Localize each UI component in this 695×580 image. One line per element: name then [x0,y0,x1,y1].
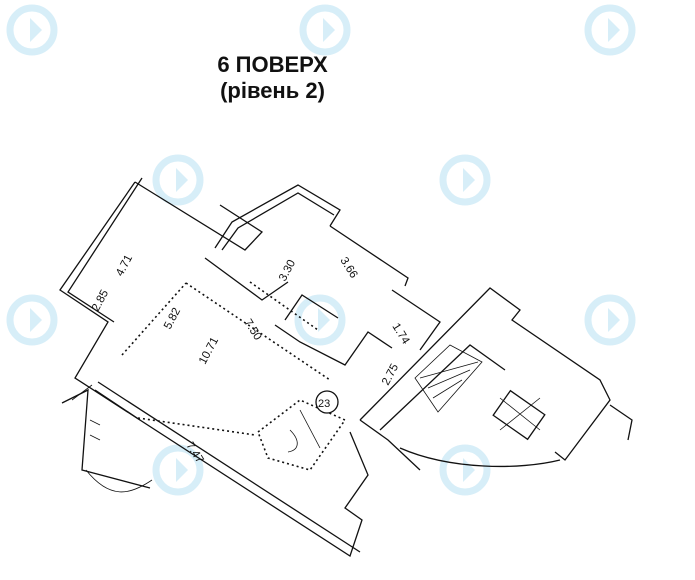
room-area-label: 10.71 [197,335,221,366]
watermark-logo-icon [584,294,636,346]
unit-marker [315,390,339,414]
room-area-label: 7.50 [241,317,263,342]
room-area-label: 4.71 [114,253,135,278]
room-area-label: 1.74 [389,321,411,347]
watermark-logo-icon [584,4,636,56]
watermark-logo-icon [299,4,351,56]
room-area-label: 3.30 [277,258,298,283]
stair-core [359,287,633,471]
watermark-logo-icon [6,294,58,346]
room-area-label: 2.85 [90,288,111,313]
internal-stair [257,399,347,471]
watermark-logo-icon [152,444,204,496]
ceiling-outline [121,281,331,436]
plan-subtitle: (рівень 2) [220,78,325,103]
room-area-label: 7.47 [183,440,205,465]
plan-title: 6 ПОВЕРХ [217,52,328,77]
room-area-label: 3.66 [337,255,359,280]
apartment-walls [59,177,441,558]
watermark-logo-icon [294,294,346,346]
watermark-logo-icon [6,4,58,56]
room-area-label: 5.82 [162,306,183,331]
balcony [61,384,153,493]
watermark-logo-icon [439,154,491,206]
unit-number: 23 [318,398,330,410]
watermark-logo-icon [152,154,204,206]
room-area-label: 2.75 [380,362,401,387]
